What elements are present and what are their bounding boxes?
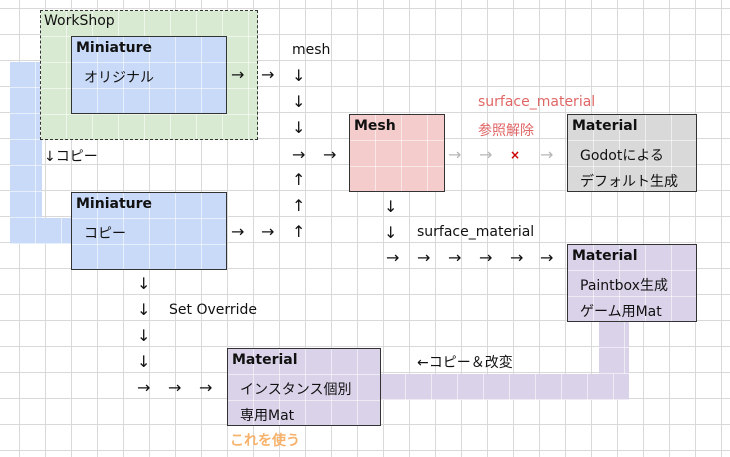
material-paintbox-line1: Paintbox生成 (580, 278, 668, 294)
arrow-right: → (448, 248, 462, 267)
arrow-down: ↓ (292, 118, 306, 137)
arrow-right: → (231, 222, 245, 241)
blue-connector-left (10, 62, 42, 244)
arrow-down: ↓ (137, 274, 151, 293)
arrow-right: → (261, 65, 275, 84)
copy-label: ↓コピー (44, 149, 98, 165)
reference-removed-label: 参照解除 (478, 123, 534, 139)
miniature-copy-label: コピー (84, 226, 126, 242)
arrow-right: → (137, 378, 151, 397)
mesh-title: Mesh (354, 118, 396, 134)
arrow-right: → (231, 65, 245, 84)
arrow-right: → (261, 222, 275, 241)
material-instance-box: Material インスタンス個別 専用Mat (227, 348, 381, 426)
material-default-line2: デフォルト生成 (580, 174, 678, 190)
miniature-copy-title: Miniature (76, 196, 153, 212)
mesh-label: mesh (292, 42, 331, 58)
workshop-label: WorkShop (44, 13, 115, 29)
miniature-copy-box: Miniature コピー (71, 192, 227, 270)
material-paintbox-box: Material Paintbox生成 ゲーム用Mat (567, 244, 697, 322)
material-instance-line2: 専用Mat (240, 408, 295, 424)
copy-modify-label: ←コピー＆改変 (417, 355, 513, 371)
material-paintbox-title: Material (572, 248, 638, 264)
miniature-original-title: Miniature (76, 40, 153, 56)
arrow-right: → (199, 378, 213, 397)
material-default-box: Material Godotによる デフォルト生成 (567, 114, 697, 192)
set-override-label: Set Override (169, 302, 258, 318)
arrow-down: ↓ (137, 300, 151, 319)
arrow-right: → (479, 248, 493, 267)
arrow-right: → (323, 145, 337, 164)
arrow-up: ↑ (292, 170, 306, 189)
material-instance-title: Material (232, 352, 298, 368)
arrow-up: ↑ (292, 222, 306, 241)
miniature-original-box: Miniature オリジナル (71, 36, 227, 114)
arrow-down: ↓ (137, 326, 151, 345)
arrow-right: → (540, 248, 554, 267)
arrow-right-faint: → (448, 145, 462, 164)
arrow-down: ↓ (137, 352, 151, 371)
arrow-down: ↓ (292, 92, 306, 111)
blue-connector-bottom (10, 218, 72, 244)
miniature-original-label: オリジナル (84, 70, 154, 86)
mesh-box: Mesh (349, 114, 445, 192)
arrow-right: → (168, 378, 182, 397)
arrow-down: ↓ (292, 66, 306, 85)
surface-material-label: surface_material (417, 224, 535, 240)
purple-connector-horizontal (380, 374, 629, 400)
material-default-line1: Godotによる (580, 148, 664, 164)
cross-mark-icon: × (510, 148, 521, 162)
surface-material-removed-label: surface_material (478, 94, 596, 110)
arrow-down: ↓ (384, 223, 398, 242)
arrow-right: → (386, 248, 400, 267)
arrow-right: → (292, 145, 306, 164)
arrow-right-faint: → (479, 145, 493, 164)
arrow-up: ↑ (292, 196, 306, 215)
arrow-right-faint: → (540, 145, 554, 164)
material-paintbox-line2: ゲーム用Mat (580, 304, 662, 320)
material-default-title: Material (572, 118, 638, 134)
material-instance-line1: インスタンス個別 (240, 382, 352, 398)
use-this-label: これを使う (230, 433, 300, 449)
arrow-down: ↓ (384, 197, 398, 216)
arrow-right: → (417, 248, 431, 267)
arrow-right: → (510, 248, 524, 267)
